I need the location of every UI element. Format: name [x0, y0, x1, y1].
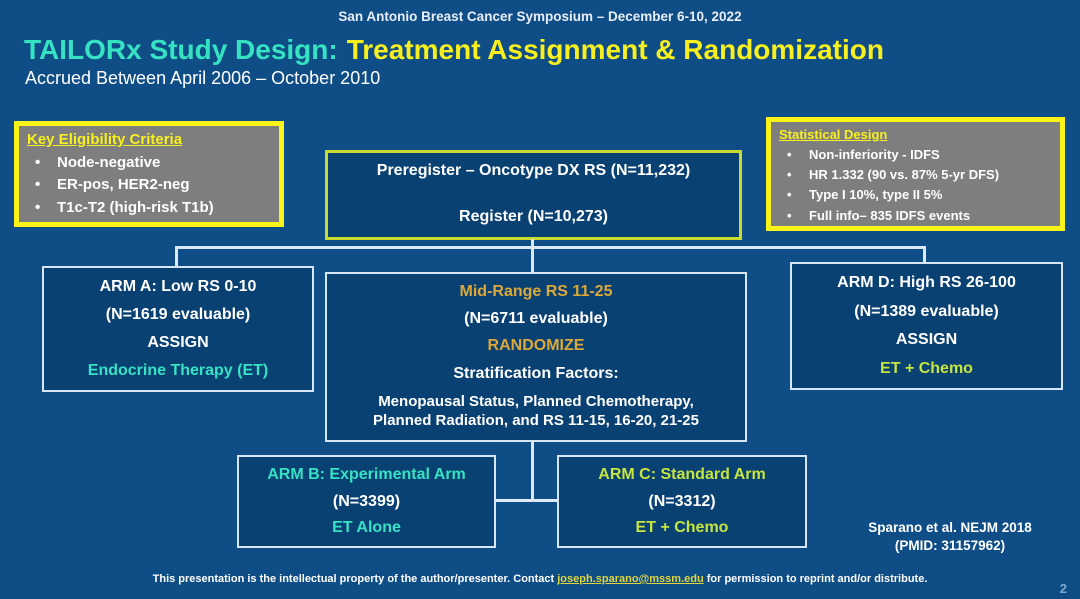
connector-horizontal-top	[175, 246, 926, 249]
citation-reference: Sparano et al. NEJM 2018	[868, 520, 1032, 535]
statistical-design-box: Statistical Design Non-inferiority - IDF…	[766, 117, 1065, 231]
register-label: Register (N=10,273)	[459, 208, 608, 225]
statistical-item: Non-inferiority - IDFS	[779, 145, 1052, 165]
preregister-label: Preregister – Oncotype DX RS (N=11,232)	[376, 162, 691, 179]
arm-d-treatment: ET + Chemo	[880, 359, 973, 377]
title-study-name: TAILORx Study Design:	[24, 34, 338, 65]
eligibility-title: Key Eligibility Criteria	[27, 131, 183, 148]
statistical-item: HR 1.332 (90 vs. 87% 5-yr DFS)	[779, 165, 1052, 185]
arm-d-title: ARM D: High RS 26-100	[837, 274, 1016, 292]
connector-vertical-top	[531, 239, 534, 273]
page-number: 2	[1059, 581, 1067, 596]
connector-vertical-right	[923, 246, 926, 263]
arm-b-treatment: ET Alone	[332, 519, 401, 537]
arm-b-title: ARM B: Experimental Arm	[267, 465, 466, 483]
arm-a-action: ASSIGN	[147, 334, 209, 351]
page-title: TAILORx Study Design: Treatment Assignmen…	[24, 34, 884, 66]
arm-c-count: (N=3312)	[648, 492, 716, 510]
footer-disclaimer: This presentation is the intellectual pr…	[0, 573, 1080, 585]
arm-c-title: ARM C: Standard Arm	[598, 465, 766, 483]
eligibility-item: T1c-T2 (high-risk T1b)	[27, 197, 271, 220]
arm-b-box: ARM B: Experimental Arm (N=3399) ET Alon…	[237, 455, 496, 548]
arm-a-box: ARM A: Low RS 0-10 (N=1619 evaluable) AS…	[42, 266, 314, 392]
stratification-line2: Planned Radiation, and RS 11-15, 16-20, …	[373, 412, 699, 430]
contact-email-link[interactable]: joseph.sparano@mssm.edu	[557, 573, 704, 585]
arm-c-box: ARM C: Standard Arm (N=3312) ET + Chemo	[557, 455, 807, 548]
title-topic: Treatment Assignment & Randomization	[346, 34, 884, 65]
citation: Sparano et al. NEJM 2018 (PMID: 31157962…	[835, 519, 1065, 555]
arm-d-box: ARM D: High RS 26-100 (N=1389 evaluable)…	[790, 262, 1063, 390]
footer-text-pre: This presentation is the intellectual pr…	[152, 573, 558, 585]
arm-a-title: ARM A: Low RS 0-10	[99, 278, 257, 295]
stratification-factors: Menopausal Status, Planned Chemotherapy,…	[327, 392, 745, 431]
conference-header: San Antonio Breast Cancer Symposium – De…	[338, 9, 742, 24]
statistical-item: Full info– 835 IDFS events	[779, 206, 1052, 226]
arm-d-action: ASSIGN	[895, 331, 958, 349]
statistical-item: Type I 10%, type II 5%	[779, 185, 1052, 205]
connector-horizontal-bottom	[494, 499, 560, 502]
eligibility-item: Node-negative	[27, 152, 271, 175]
footer-text-post: for permission to reprint and/or distrib…	[703, 573, 928, 585]
arm-d-count: (N=1389 evaluable)	[854, 302, 999, 320]
arm-c-treatment: ET + Chemo	[635, 519, 729, 537]
mid-range-title: Mid-Range RS 11-25	[459, 283, 613, 301]
mid-range-box: Mid-Range RS 11-25 (N=6711 evaluable) RA…	[325, 272, 747, 442]
arm-a-treatment: Endocrine Therapy (ET)	[87, 362, 269, 379]
stratification-label: Stratification Factors:	[453, 364, 619, 382]
mid-range-count: (N=6711 evaluable)	[464, 310, 608, 328]
eligibility-criteria-box: Key Eligibility Criteria Node-negative E…	[14, 121, 284, 227]
randomize-label: RANDOMIZE	[487, 337, 585, 355]
arm-b-count: (N=3399)	[332, 492, 401, 510]
stratification-line1: Menopausal Status, Planned Chemotherapy,	[378, 392, 694, 410]
preregister-box: Preregister – Oncotype DX RS (N=11,232) …	[325, 150, 742, 240]
citation-pmid: (PMID: 31157962)	[894, 538, 1006, 554]
connector-vertical-left	[175, 246, 178, 267]
accrual-subtitle: Accrued Between April 2006 – October 201…	[25, 68, 381, 88]
arm-a-count: (N=1619 evaluable)	[105, 306, 251, 323]
connector-vertical-bottom	[531, 441, 534, 502]
eligibility-item: ER-pos, HER2-neg	[27, 174, 271, 197]
statistical-title: Statistical Design	[779, 127, 888, 142]
